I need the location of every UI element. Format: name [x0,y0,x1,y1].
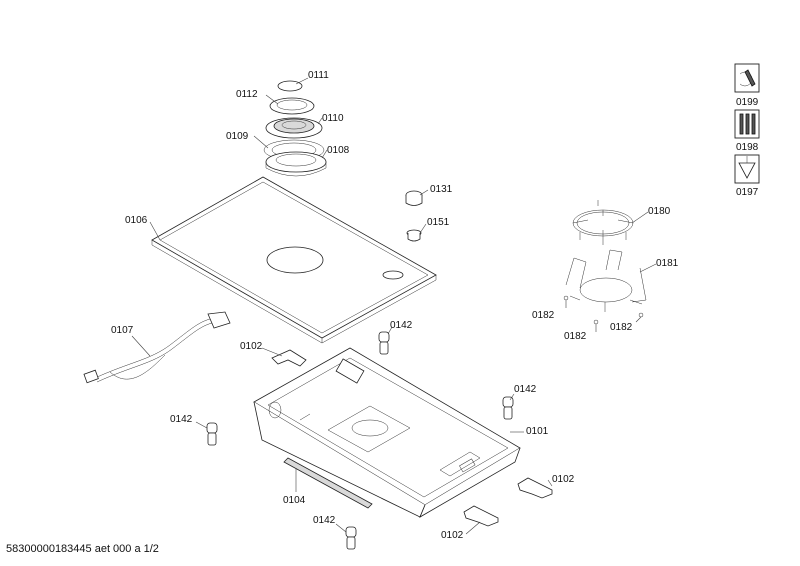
legend-label-0199: 0199 [736,97,759,108]
screw-0182-left[interactable] [563,295,569,301]
legend-item-0199[interactable]: 0199 [734,63,760,108]
foot-0142-left[interactable] [206,422,218,446]
pan-support-0180[interactable] [572,200,634,245]
burner-cap-0111[interactable] [277,80,303,92]
foot-0142-bottom[interactable] [345,526,357,550]
callout-0131: 0131 [430,184,453,195]
bracket-0102-upper[interactable] [271,349,307,367]
callout-0181: 0181 [656,258,679,269]
callout-0102-upper: 0102 [240,341,263,352]
document-footer: 58300000183445 aet 000 a 1/2 [6,543,159,555]
callout-0108: 0108 [327,145,350,156]
callout-0102-bottom: 0102 [441,530,464,541]
callout-0112: 0112 [236,89,258,100]
callout-0182-right: 0182 [610,322,633,333]
spindle-0151[interactable] [406,229,422,242]
foot-0142-right[interactable] [502,396,514,420]
callout-0142-upper: 0142 [390,320,413,331]
callout-0111: 0111 [308,70,329,81]
callout-0182-left: 0182 [532,310,555,321]
legend-label-0197: 0197 [736,187,759,198]
foot-0142-upper[interactable] [378,331,390,355]
tools-icon [739,113,756,135]
callout-0109: 0109 [226,131,249,142]
seal-strip-0104[interactable] [283,457,373,509]
screw-0182-right[interactable] [638,312,644,318]
bracket-0102-right[interactable] [517,477,553,499]
callout-0142-right: 0142 [514,384,537,395]
leader-lines [131,77,657,535]
callout-0180: 0180 [648,206,671,217]
callout-0107: 0107 [111,325,134,336]
callout-0101: 0101 [526,426,549,437]
pan-support-0181[interactable] [565,249,647,312]
bracket-0102-bottom[interactable] [463,505,499,527]
knob-0131[interactable] [405,190,423,206]
legend-item-0197[interactable]: 0197 [734,154,760,198]
callout-0104: 0104 [283,495,306,506]
callout-0182-middle: 0182 [564,331,587,342]
burner-head-0110[interactable] [265,117,323,139]
callout-labels: 0111 0112 0110 0109 0108 0106 0131 0151 … [111,70,679,541]
callout-0110: 0110 [322,113,344,124]
housing-0101[interactable] [253,347,521,518]
callout-0102-right: 0102 [552,474,575,485]
cover-plate-0106[interactable] [151,176,437,344]
burner-cap-0112[interactable] [269,97,315,115]
legend-item-0198[interactable]: 0198 [734,109,760,153]
callout-0142-left: 0142 [170,414,193,425]
legend-label-0198: 0198 [736,142,759,153]
burner-base-0108[interactable] [265,151,327,177]
callout-0151: 0151 [427,217,450,228]
power-cord-0107[interactable] [83,311,231,384]
screw-0182-middle[interactable] [593,319,599,325]
callout-0142-bottom: 0142 [313,515,336,526]
callout-0106: 0106 [125,215,148,226]
